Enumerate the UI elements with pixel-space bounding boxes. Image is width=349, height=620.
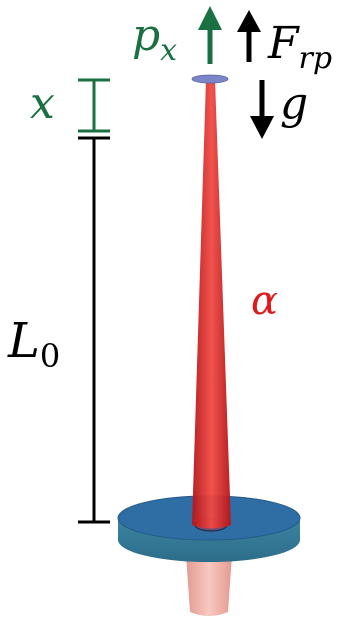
L0-label: L0 — [7, 313, 60, 375]
gravity-arrow — [250, 80, 274, 139]
g-label: g — [280, 78, 308, 129]
x-label: x — [30, 78, 55, 129]
frp-label: Frp — [267, 18, 332, 76]
light-sail — [191, 74, 229, 84]
length-bracket — [78, 136, 110, 524]
displacement-bracket — [78, 78, 110, 133]
momentum-arrow — [198, 6, 222, 64]
incoming-beam-bottom — [186, 555, 232, 616]
alpha-label: α — [251, 278, 278, 324]
px-label: px — [132, 10, 177, 68]
radiation-pressure-arrow — [237, 10, 261, 62]
laser-beam — [192, 80, 231, 529]
